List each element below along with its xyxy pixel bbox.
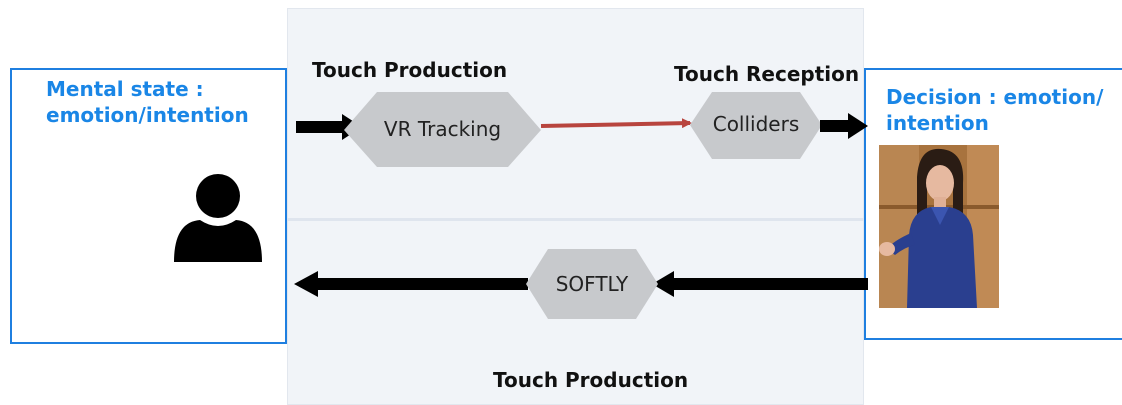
virtual-agent-avatar — [879, 145, 999, 308]
red-arrow — [540, 118, 692, 129]
output-arrow — [820, 113, 868, 139]
return-arrow — [294, 271, 868, 297]
colliders-node — [690, 92, 822, 159]
vr-tracking-node — [344, 92, 541, 167]
touch-production-heading-top: Touch Production — [312, 58, 508, 82]
center-panel — [287, 8, 864, 405]
softly-node — [526, 249, 658, 319]
mental-state-box — [10, 68, 287, 344]
panel-divider — [287, 218, 864, 221]
decision-label: Decision : emotion/ intention — [886, 85, 1104, 135]
touch-production-heading-bottom: Touch Production — [493, 368, 689, 392]
user-icon — [174, 174, 262, 262]
softly-label: SOFTLY — [555, 272, 629, 296]
touch-reception-heading: Touch Reception — [674, 62, 860, 86]
colliders-label: Colliders — [712, 112, 800, 136]
vr-tracking-label: VR Tracking — [383, 117, 502, 141]
mental-state-label: Mental state : emotion/intention — [46, 77, 249, 127]
